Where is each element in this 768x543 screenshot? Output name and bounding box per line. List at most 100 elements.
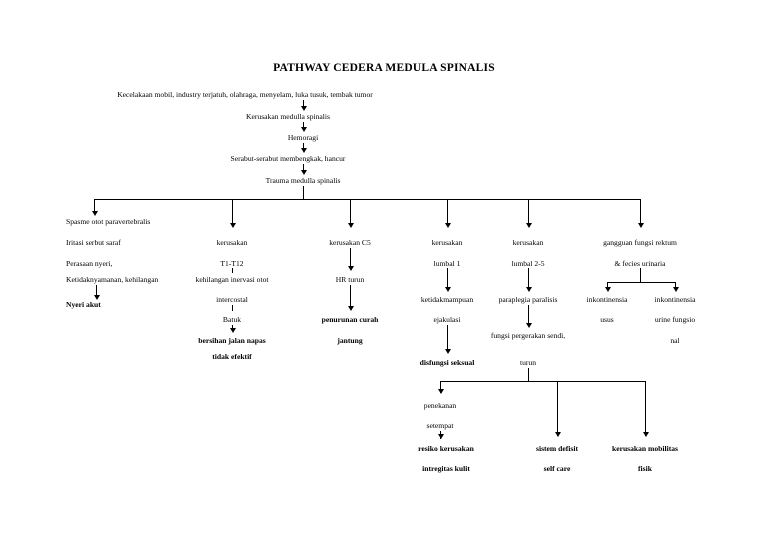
node-batuk: Batuk [222,315,242,324]
node-kerusakan-lumbal1: kerusakan [431,238,463,247]
arrowhead-col2 [229,328,236,333]
connector-serabut-to-trauma [303,164,304,173]
arrowhead-branch-3 [347,223,354,228]
node-kerusakan-t: kerusakan [216,238,248,247]
node-setempat: setempat [426,421,454,430]
node-ejakulasi: ejakulasi [433,315,461,324]
connector-col6-split [607,282,675,283]
connector-col4-b [447,325,448,352]
branch-drop-4 [447,199,448,225]
node-sistem-defisit: sistem defisit [536,444,578,453]
arrowhead-col3-b [347,306,354,311]
node-trauma-medulla: Trauma medulla spinalis [265,176,341,185]
connector-trauma-to-bus [303,186,304,199]
lower-distribution-bus [440,381,645,382]
node-intercostal: intercostal [216,295,248,304]
arrowhead-col6a [604,287,611,292]
connector-hemoragi-to-serabut [303,143,304,151]
node-tidak-efektif: tidak efektif [212,352,252,361]
node-turun: turun [519,358,537,367]
arrowhead-col3-a [347,266,354,271]
arrowhead-col4-b [444,349,451,354]
node-gangguan-rektum: gangguan fungsi rektum [603,238,677,247]
node-ketidaknyamanan: Ketidaknyamanan, kehilangan [66,275,159,284]
arrowhead-2 [300,127,307,132]
node-ketidakmampuan: ketidakmampuan [420,295,474,304]
arrowhead-branch-4 [444,223,451,228]
connector-col5-a [528,268,529,289]
node-kerusakan-mobilitas: kerusakan mobilitas [611,444,679,453]
node-penurunan-curah: penurunan curah [321,315,379,324]
node-fungsi-pergerakan: fungsi pergerakan sendi, [490,331,566,340]
connector-col3-a [350,248,351,268]
node-inkontinensia-urine-2: urine fungsio [654,315,696,324]
node-serabut: Serabut-serabut membengkak, hancur [230,154,346,163]
connector-col6b [675,282,676,289]
page-title: PATHWAY CEDERA MEDULA SPINALIS [273,62,495,74]
node-t1-t12: T1-T12 [220,259,244,268]
node-spasme-otot: Spasme otot paravertebralis [66,217,151,226]
connector-col6-stem [640,268,641,282]
connector-col2-b [232,305,233,311]
branch-drop-3 [350,199,351,225]
connector-col5-b [528,305,529,326]
node-penekanan: penekanan [423,401,457,410]
node-inkontinensia-usus-1: inkontinensia [586,295,628,304]
arrowhead-branch-2 [229,223,236,228]
lower-drop-penekanan [440,381,441,393]
arrowhead-low-4 [437,434,444,439]
arrowhead-branch-6 [637,223,644,228]
connector-col3-b [350,285,351,307]
node-kerusakan-lumbal25: kerusakan [512,238,544,247]
node-trauma-cause: Kecelakaan mobil, industry terjatuh, ola… [117,90,373,99]
branch-drop-1 [94,199,95,213]
node-fecies-urinaria: & fecies urinaria [614,259,666,268]
arrowhead-low-1 [437,389,444,394]
arrowhead-4 [300,170,307,175]
node-lumbal-2-5: lumbal 2-5 [511,259,545,268]
connector-col2-a [232,268,233,273]
node-lumbal-1: lumbal 1 [433,259,461,268]
node-inkontinensia-urine-3: nal [670,336,680,345]
arrowhead-branch-5 [525,223,532,228]
connector-col6a [607,282,608,289]
node-jantung: jantung [337,336,363,345]
node-fisik: fisik [638,464,652,473]
arrowhead-col6b [672,287,679,292]
node-intregitas-kulit: intregitas kulit [422,464,470,473]
connector-col4-a [447,268,448,289]
branch-drop-5 [528,199,529,225]
connector-col1-to-nyeri [96,285,97,297]
node-kerusakan-medulla: Kerusakan medulla spinalis [246,112,330,121]
arrowhead-col5-b [525,323,532,328]
arrowhead-1 [300,106,307,111]
node-disfungsi-seksual: disfungsi seksual [419,358,475,367]
connector-cause-to-kerusakan [303,100,304,109]
branch-drop-6 [640,199,641,225]
node-hr-turun: HR turun [335,275,365,284]
node-self-care: self care [543,464,571,473]
node-paraplegia: paraplegia paralisis [498,295,558,304]
connector-kerusakan-to-hemoragi [303,122,304,130]
node-perasaan-nyeri: Perasaan nyeri, [66,259,113,268]
arrowhead-col5-a [525,287,532,292]
arrowhead-3 [300,148,307,153]
node-resiko-kerusakan: resiko kerusakan [418,444,474,453]
node-bersihan-jalan-napas: bersihan jalan napas [198,336,266,345]
arrowhead-branch-1 [91,211,98,216]
distribution-bus [94,199,640,200]
lower-drop-mobilitas [645,381,646,436]
node-inkontinensia-usus-2: usus [600,315,614,324]
arrowhead-col1-nyeri [93,295,100,300]
arrowhead-low-2 [554,432,561,437]
node-inkontinensia-urine-1: inkontinensia [654,295,696,304]
lower-drop-self-care [557,381,558,436]
arrowhead-col4-a [444,287,451,292]
connector-turun-to-lowbus [528,368,529,381]
node-nyeri-akut: Nyeri akut [66,300,101,309]
arrowhead-low-3 [642,432,649,437]
branch-drop-2 [232,199,233,225]
node-kerusakan-c5: kerusakan C5 [329,238,371,247]
node-hemoragi: Hemoragi [287,133,319,142]
